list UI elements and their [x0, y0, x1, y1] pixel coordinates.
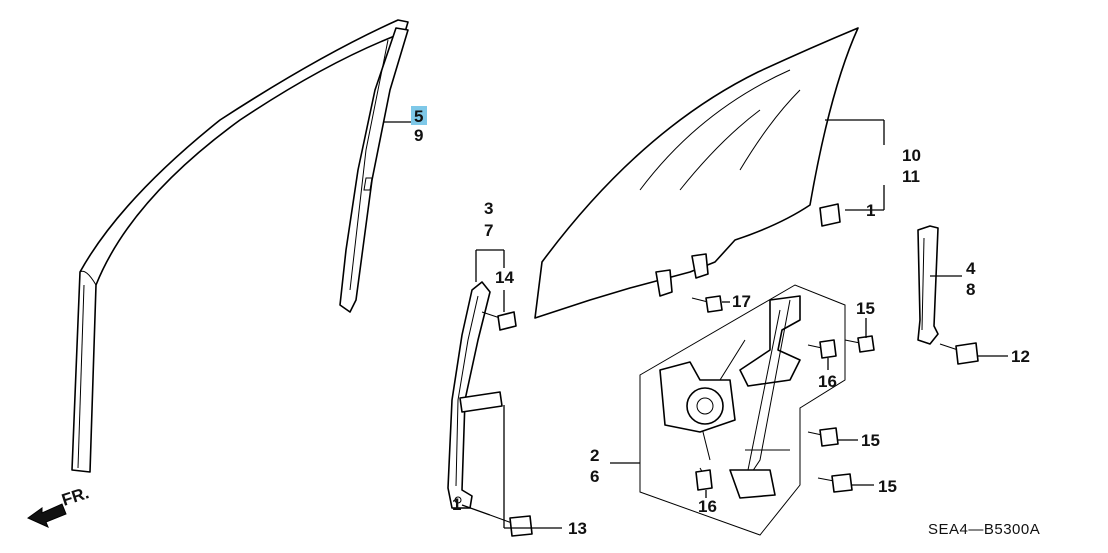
callout-4[interactable]: 4	[966, 259, 976, 278]
arrow-left-icon	[27, 503, 67, 528]
callout-10[interactable]: 10	[902, 146, 921, 165]
bolt-12	[939, 342, 979, 365]
callout-5-highlight	[411, 106, 427, 125]
rear-lower-channel	[447, 281, 503, 509]
front-direction-label: FR.	[59, 483, 91, 510]
diagram-code: SEA4—B5300A	[928, 521, 1040, 538]
callout-17[interactable]: 17	[732, 292, 751, 311]
callout-1-channel[interactable]: 1	[452, 495, 461, 514]
callout-13[interactable]: 13	[568, 519, 587, 538]
callout-12[interactable]: 12	[1011, 347, 1030, 366]
run-channel	[339, 27, 409, 313]
regulator-assembly	[639, 284, 846, 536]
callout-16-bottom[interactable]: 16	[698, 497, 717, 516]
leader-lines	[384, 119, 1008, 529]
bolt-15-top	[844, 335, 875, 353]
callout-5[interactable]: 5	[414, 107, 423, 126]
callout-9[interactable]: 9	[414, 126, 423, 145]
front-direction-indicator: FR.	[27, 483, 91, 528]
callout-labels: 5 9 3 7 14 10 11 1 17 15 16 4 8 12 15 2 …	[414, 107, 1030, 538]
bolt-15-bottom	[817, 473, 853, 493]
callout-15-mid[interactable]: 15	[861, 431, 880, 450]
callout-8[interactable]: 8	[966, 280, 975, 299]
door-glass	[534, 27, 859, 319]
callout-14[interactable]: 14	[495, 268, 514, 287]
bolt-13	[489, 514, 533, 537]
callout-6[interactable]: 6	[590, 467, 599, 486]
callout-15-bottom[interactable]: 15	[878, 477, 897, 496]
callout-7[interactable]: 7	[484, 221, 493, 240]
bolt-14	[481, 311, 517, 331]
callout-16-top[interactable]: 16	[818, 372, 837, 391]
bolt-16-top	[807, 339, 837, 359]
front-lower-channel	[917, 225, 939, 345]
callout-1-glass[interactable]: 1	[866, 201, 875, 220]
bolt-15-mid	[807, 427, 839, 447]
callout-3[interactable]: 3	[484, 199, 493, 218]
callout-2[interactable]: 2	[590, 446, 599, 465]
glass-seal-pad	[819, 203, 841, 227]
callout-15-top[interactable]: 15	[856, 299, 875, 318]
bolt-16-bottom	[695, 467, 713, 491]
bolt-17	[691, 295, 723, 313]
callout-11[interactable]: 11	[902, 167, 920, 186]
door-frame-channel	[71, 19, 409, 473]
